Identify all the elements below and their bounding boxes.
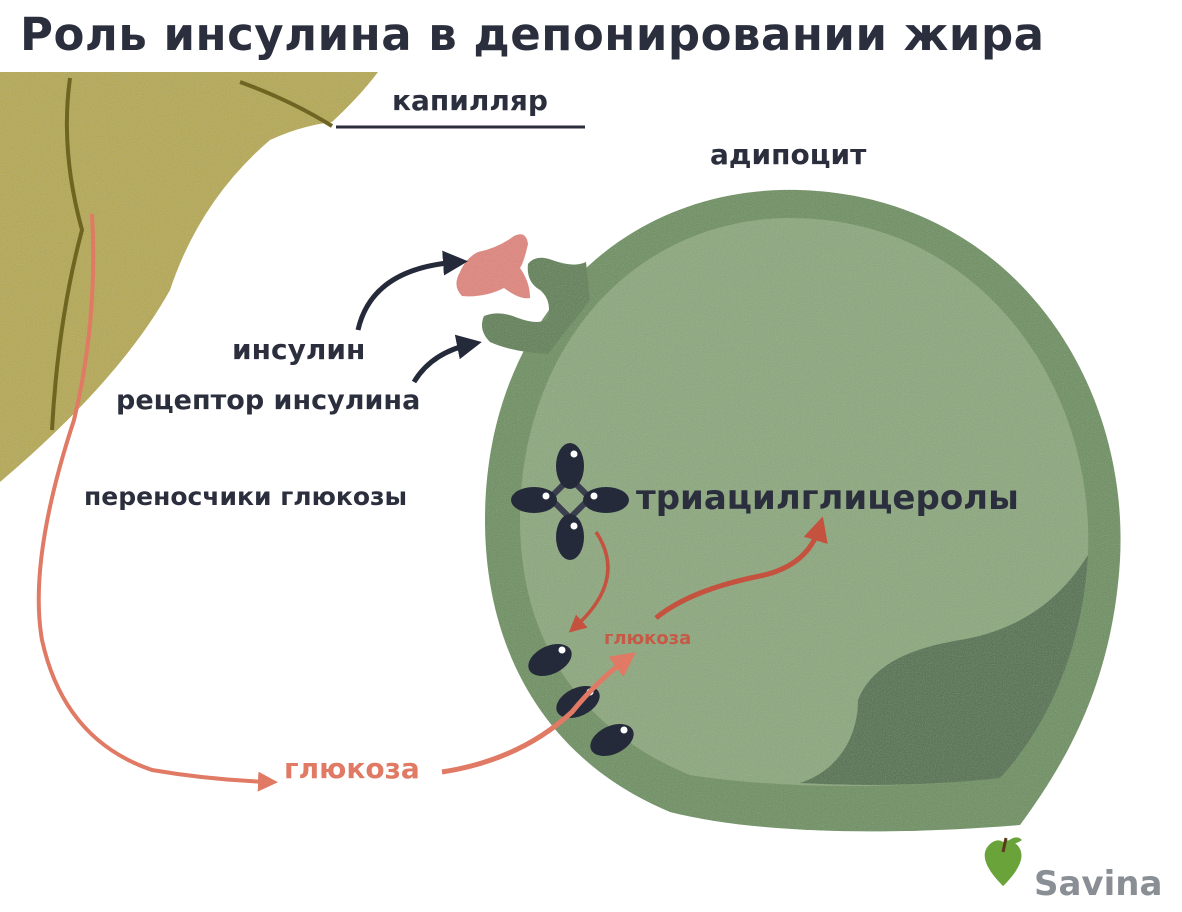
glucose-transporter [511, 487, 557, 513]
insulin-molecule [456, 234, 530, 299]
glucose-transporter [556, 514, 584, 560]
adipocyte-cell [485, 189, 1121, 832]
brand-name: Savina [1034, 864, 1163, 904]
glucose-to-tag-arrow [654, 516, 828, 620]
capillary-label: капилляр [392, 84, 548, 117]
apple-heart-icon [984, 837, 1022, 887]
diagram-title: Роль инсулина в депонировании жира [20, 8, 1045, 61]
glucose-transporter [583, 487, 629, 513]
insulin-pointer-arrow [355, 250, 468, 331]
capillary-wall-line [50, 77, 85, 431]
capillary-vessel [0, 72, 378, 482]
glucose-transporter-cluster [511, 443, 629, 560]
adipocyte-label: адипоцит [710, 138, 867, 171]
insulin-receptor [482, 257, 590, 354]
glucose-outside-label: глюкоза [284, 752, 420, 785]
receptor-pointer-arrow [411, 334, 482, 384]
glucose-transporters-label: переносчики глюкозы [84, 482, 408, 511]
glucose-flow-arrow [36, 213, 278, 792]
insulin-receptor-label: рецептор инсулина [116, 385, 421, 416]
glucose-entry-arrow [441, 652, 637, 775]
nucleus-region [800, 555, 1088, 785]
glucose-inside-label: глюкоза [604, 628, 692, 649]
triacylglycerols-label: триацилглицеролы [636, 478, 1019, 518]
transporter-to-glucose-arrow [568, 531, 610, 633]
insulin-label: инсулин [232, 333, 366, 366]
capillary-wall-line [239, 80, 334, 128]
glucose-transporter [556, 443, 584, 489]
